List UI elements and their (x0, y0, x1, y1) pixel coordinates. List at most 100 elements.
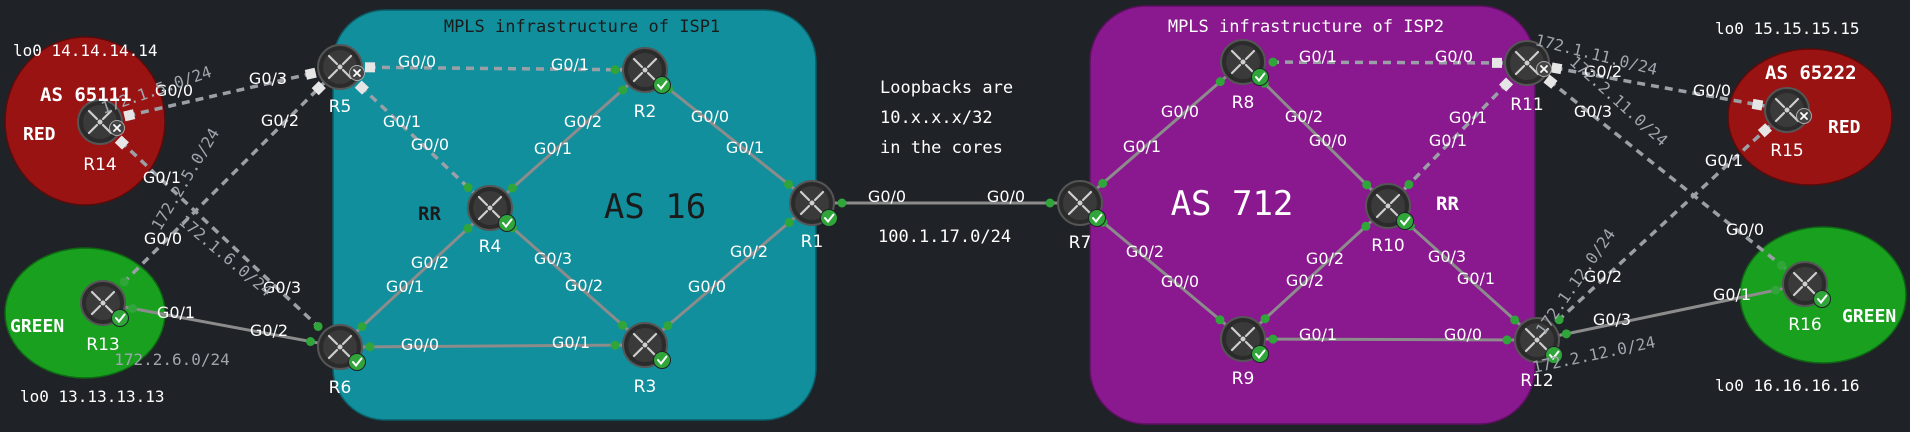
link-r7-r8[interactable] (1079, 60, 1244, 205)
link-endpoint-up (784, 217, 794, 227)
router-r5[interactable]: R5 (317, 44, 365, 117)
interface-label: G0/2 (411, 253, 449, 272)
check-icon (1549, 350, 1560, 361)
router-arrow (1067, 204, 1079, 216)
router-center (1784, 107, 1790, 113)
router-label: R10 (1371, 236, 1404, 256)
isp1-title: MPLS infrastructure of ISP1 (444, 17, 720, 37)
zone-texts: MPLS infrastructure of ISP1 AS 16 MPLS i… (10, 17, 1896, 406)
link-endpoint-up (313, 321, 323, 331)
status-ok-icon (348, 353, 366, 371)
router-arrow (1230, 63, 1242, 75)
link-endpoint-up (1771, 285, 1781, 295)
check-icon (824, 213, 835, 224)
router-r15[interactable]: R15 (1764, 87, 1812, 161)
link-endpoint-up (1215, 315, 1225, 325)
router-center (1385, 203, 1391, 209)
link-endpoint-down (311, 81, 326, 96)
interface-label: G0/0 (1726, 220, 1764, 239)
router-arrow (632, 332, 644, 344)
router-center (487, 205, 493, 211)
router-arrow (87, 109, 99, 121)
link-endpoint-down (1499, 77, 1514, 92)
router-r1[interactable]: R1 (789, 180, 838, 252)
router-label: R7 (1069, 233, 1092, 253)
check-icon (657, 80, 668, 91)
router-r8[interactable]: R8 (1220, 39, 1269, 113)
router-arrow (104, 290, 116, 302)
status-ok-icon (653, 76, 671, 94)
link-r12-r15[interactable] (1535, 108, 1789, 342)
link-r5-r2[interactable] (339, 65, 646, 72)
router-label: R15 (1770, 141, 1803, 161)
router-arrow (1538, 341, 1550, 353)
check-icon (115, 313, 126, 324)
router-r4[interactable]: R4 (467, 185, 516, 257)
router-r16[interactable]: R16 (1782, 261, 1831, 335)
router-label: R11 (1510, 95, 1543, 115)
link-r2-r4[interactable] (489, 68, 646, 210)
link-r3-r1[interactable] (644, 201, 813, 347)
router-r11[interactable]: R11 (1504, 40, 1552, 115)
router-arrow (327, 54, 339, 66)
router-r2[interactable]: R2 (622, 47, 671, 122)
router-label: R6 (329, 378, 352, 398)
router-r13[interactable]: R13 (80, 280, 129, 355)
router-arrow (1538, 327, 1550, 339)
link-r11-r16[interactable] (1525, 61, 1807, 286)
link-r2-r1[interactable] (644, 68, 813, 205)
link-r9-r12[interactable] (1242, 337, 1538, 342)
interface-label: G0/2 (1306, 249, 1344, 268)
interface-label: G0/0 (1309, 131, 1347, 150)
interface-label: G0/1 (143, 168, 181, 187)
link-r6-r3[interactable] (339, 343, 646, 349)
link-r7-r9[interactable] (1079, 201, 1244, 341)
link-r13-r6[interactable] (102, 301, 341, 349)
router-r10[interactable]: R10 (1365, 183, 1414, 256)
router-arrow (813, 204, 825, 216)
router-arrow (341, 54, 353, 66)
router-r6[interactable]: R6 (317, 324, 366, 398)
interface-label: G0/0 (1435, 47, 1473, 66)
link-endpoint-down (354, 80, 369, 95)
interface-label: G0/0 (1161, 272, 1199, 291)
router-label: R16 (1788, 315, 1821, 335)
router-r3[interactable]: R3 (622, 322, 671, 397)
router-r12[interactable]: R12 (1514, 317, 1563, 391)
link-r12-r16[interactable] (1536, 282, 1806, 342)
router-r14[interactable]: R14 (77, 99, 125, 175)
router-arrow (632, 57, 644, 69)
close-icon (1540, 65, 1548, 73)
check-icon (1817, 294, 1828, 305)
router-arrow (1067, 190, 1079, 202)
router-label: R3 (634, 377, 657, 397)
interface-label: G0/2 (730, 242, 768, 261)
interface-label: G0/1 (1457, 269, 1495, 288)
interface-label: G0/2 (1584, 267, 1622, 286)
isp2-title: MPLS infrastructure of ISP2 (1168, 17, 1444, 37)
router-arrow (1244, 326, 1256, 338)
router-arrow (1528, 64, 1540, 76)
router-arrow (477, 209, 489, 221)
interface-label: G0/0 (691, 107, 729, 126)
router-arrow (632, 346, 644, 358)
router-r9[interactable]: R9 (1220, 316, 1269, 389)
link-r11-r15[interactable] (1526, 61, 1788, 112)
link-endpoint-up (1268, 57, 1278, 67)
loopbacks-note-line2: 10.x.x.x/32 (880, 108, 993, 128)
loopbacks-note-line3: in the cores (880, 138, 1003, 158)
interface-label: G0/0 (688, 277, 726, 296)
router-arrow (1774, 111, 1786, 123)
router-arrow (477, 195, 489, 207)
interface-label: G0/0 (144, 229, 182, 248)
router-arrow (646, 346, 658, 358)
router-center (1802, 281, 1808, 287)
router-arrow (1389, 193, 1401, 205)
link-endpoint-down (1550, 62, 1563, 75)
router-r7[interactable]: R7 (1057, 180, 1106, 253)
router-arrow (1788, 97, 1800, 109)
link-r8-r11[interactable] (1242, 60, 1528, 65)
status-ok-icon (1396, 212, 1414, 230)
link-endpoint-up (618, 85, 628, 95)
